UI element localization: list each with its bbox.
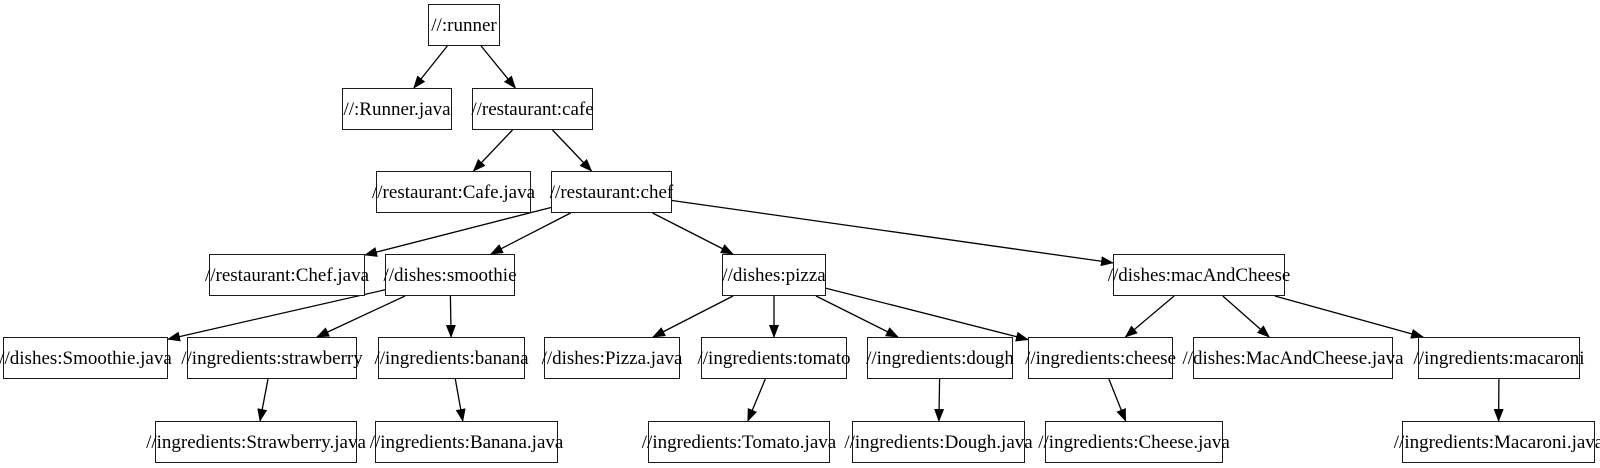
graph-edge-dough-to-Dough.java: [934, 378, 945, 422]
graph-node-Pizza.java: //dishes:Pizza.java: [542, 337, 682, 379]
graph-node-chef: //restaurant:chef: [550, 171, 673, 213]
graph-node-Cheese.java: //ingredients:Cheese.java: [1038, 421, 1230, 463]
graph-edge-smoothie-to-banana: [445, 295, 456, 338]
graph-edge-cafe-to-chef: [552, 129, 593, 172]
graph-edge-cheese-to-Cheese.java: [1108, 378, 1127, 422]
graph-node-cafe: //restaurant:cafe: [471, 88, 594, 130]
graph-edge-pizza-to-cheese: [825, 287, 1029, 342]
graph-node-banana: //ingredients:banana: [374, 337, 529, 379]
graph-edge-smoothie-to-Smoothie.java: [167, 289, 386, 342]
graph-edge-chef-to-smoothie: [490, 212, 571, 255]
graph-node-runner: //:runner: [428, 4, 500, 46]
graph-node-Smoothie.java: //dishes:Smoothie.java: [0, 337, 172, 379]
graph-edge-macAndCheese-to-macaroni: [1274, 295, 1425, 339]
graph-node-Runner.java: //:Runner.java: [342, 88, 452, 130]
graph-edge-runner-to-Runner.java: [413, 45, 448, 89]
graph-edge-macAndCheese-to-cheese: [1124, 295, 1175, 338]
graph-node-dough: //ingredients:dough: [866, 337, 1014, 379]
graph-node-Macaroni.java: //ingredients:Macaroni.java: [1394, 421, 1600, 463]
graph-node-strawberry: //ingredients:strawberry: [181, 337, 363, 379]
graph-edge-chef-to-pizza: [652, 212, 734, 255]
graph-node-Chef.java: //restaurant:Chef.java: [205, 254, 369, 296]
graph-edge-strawberry-to-Strawberry.java: [257, 378, 269, 422]
graph-node-Cafe.java: //restaurant:Cafe.java: [372, 171, 535, 213]
graph-edge-tomato-to-Tomato.java: [747, 378, 766, 422]
graph-node-Strawberry.java: //ingredients:Strawberry.java: [146, 421, 366, 463]
graph-edge-smoothie-to-strawberry: [316, 295, 406, 338]
graph-edge-runner-to-cafe: [480, 45, 517, 89]
graph-node-Banana.java: //ingredients:Banana.java: [370, 421, 563, 463]
graph-node-MacAndCheese.java: //dishes:MacAndCheese.java: [1182, 337, 1404, 379]
graph-node-pizza: //dishes:pizza: [722, 254, 826, 296]
graph-node-Tomato.java: //ingredients:Tomato.java: [642, 421, 836, 463]
graph-edge-pizza-to-Pizza.java: [652, 295, 734, 338]
graph-node-Dough.java: //ingredients:Dough.java: [844, 421, 1033, 463]
graph-edge-macAndCheese-to-MacAndCheese.java: [1222, 295, 1270, 338]
graph-node-macAndCheese: //dishes:macAndCheese: [1108, 254, 1290, 296]
graph-edge-banana-to-Banana.java: [454, 378, 466, 422]
graph-node-smoothie: //dishes:smoothie: [384, 254, 517, 296]
graph-edge-cafe-to-Cafe.java: [472, 129, 513, 172]
graph-node-tomato: //ingredients:tomato: [697, 337, 851, 379]
graph-node-cheese: //ingredients:cheese: [1025, 337, 1176, 379]
graph-node-macaroni: //ingredients:macaroni: [1414, 337, 1584, 379]
graph-edge-pizza-to-dough: [815, 295, 899, 338]
graph-edge-chef-to-Chef.java: [364, 206, 552, 257]
